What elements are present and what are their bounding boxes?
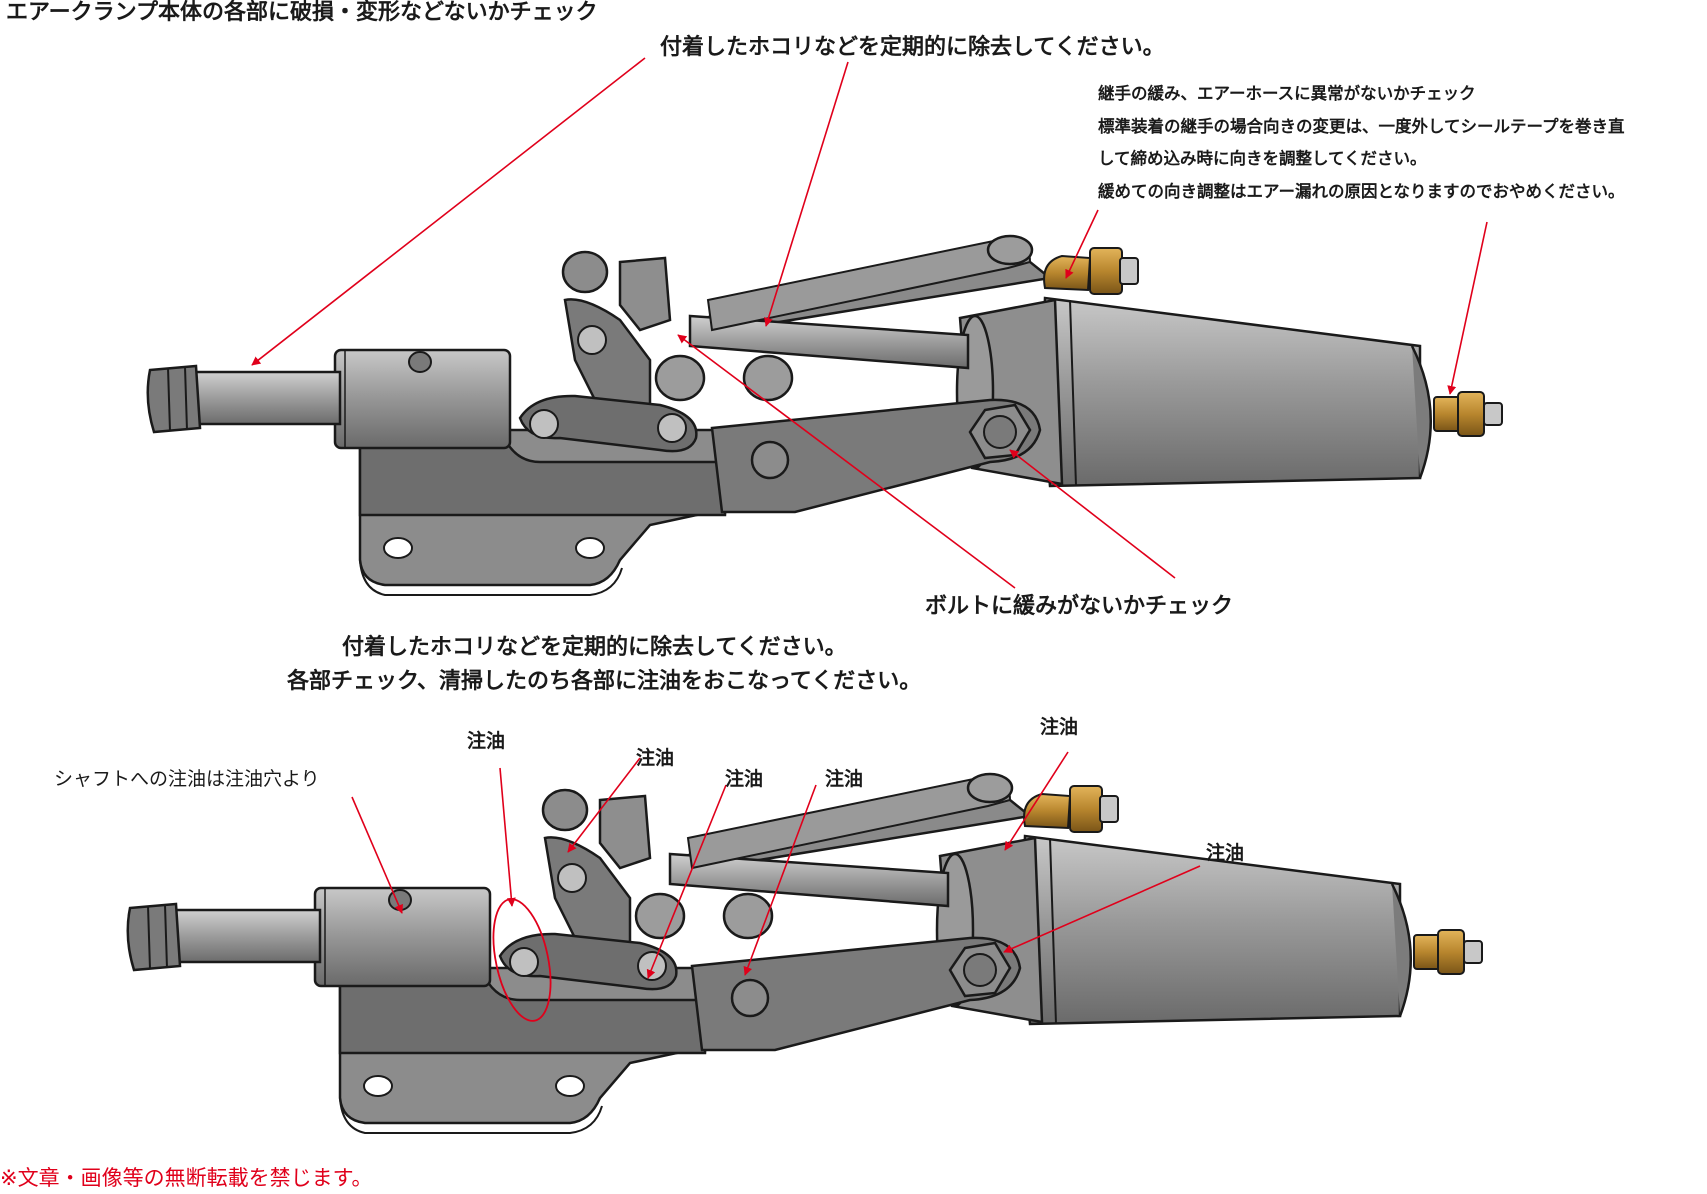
arrow-oil-2: [567, 757, 641, 853]
oil-label-4: 注油: [825, 768, 864, 790]
oil-label-5: 注油: [1040, 716, 1079, 738]
dust-removal-label: 付着したホコリなどを定期的に除去してください。: [660, 35, 1165, 60]
clamp-top-view: [146, 234, 1504, 597]
middle-instruction-line1: 付着したホコリなどを定期的に除去してください。: [342, 635, 847, 660]
oil-label-6: 注油: [1206, 842, 1245, 864]
arrow-dust-rod: [764, 61, 849, 327]
fitting-notes: 継手の緩み、エアーホースに異常がないかチェック 標準装着の継手の場合向きの変更は…: [1098, 84, 1625, 201]
fitting-note-3: して締め込み時に向きを調整してください。: [1098, 149, 1427, 168]
arrow-fitting-rear: [1447, 221, 1488, 395]
arrow-oil-5: [1004, 751, 1069, 851]
arrow-oil-4: [743, 784, 817, 976]
shaft-oil-label: シャフトへの注油は注油穴より: [54, 768, 320, 790]
fitting-note-2: 標準装着の継手の場合向きの変更は、一度外してシールテープを巻き直: [1098, 116, 1625, 136]
bottom-callout-arrows: [351, 751, 1201, 1022]
arrow-shaft-oil: [351, 796, 403, 914]
oil-point-highlight: [492, 898, 552, 1022]
oil-label-2: 注油: [636, 747, 675, 769]
clamp-bottom-view: [126, 772, 1484, 1135]
bolt-check-label: ボルトに緩みがないかチェック: [925, 594, 1234, 619]
arrow-bolt-link: [677, 334, 1016, 589]
fitting-note-1: 継手の緩み、エアーホースに異常がないかチェック: [1098, 84, 1476, 103]
arrow-oil-3: [646, 784, 727, 979]
middle-instruction-line2: 各部チェック、清掃したのち各部に注油をおこなってください。: [287, 669, 922, 694]
oil-label-3: 注油: [725, 768, 764, 790]
check-body-label: エアークランプ本体の各部に破損・変形などないかチェック: [6, 0, 598, 25]
fitting-note-4: 緩めての向き調整はエアー漏れの原因となりますのでおやめください。: [1098, 181, 1625, 201]
top-callout-arrows: [251, 57, 1488, 589]
oil-label-1: 注油: [467, 730, 506, 752]
arrow-oil-6: [1003, 865, 1201, 953]
copyright-notice: ※文章・画像等の無断転載を禁じます。: [0, 1166, 373, 1190]
arrow-check-body: [251, 57, 646, 366]
arrow-oil-1: [499, 767, 516, 907]
arrow-fitting-elbow: [1065, 209, 1099, 279]
arrow-bolt-main: [1009, 449, 1176, 579]
